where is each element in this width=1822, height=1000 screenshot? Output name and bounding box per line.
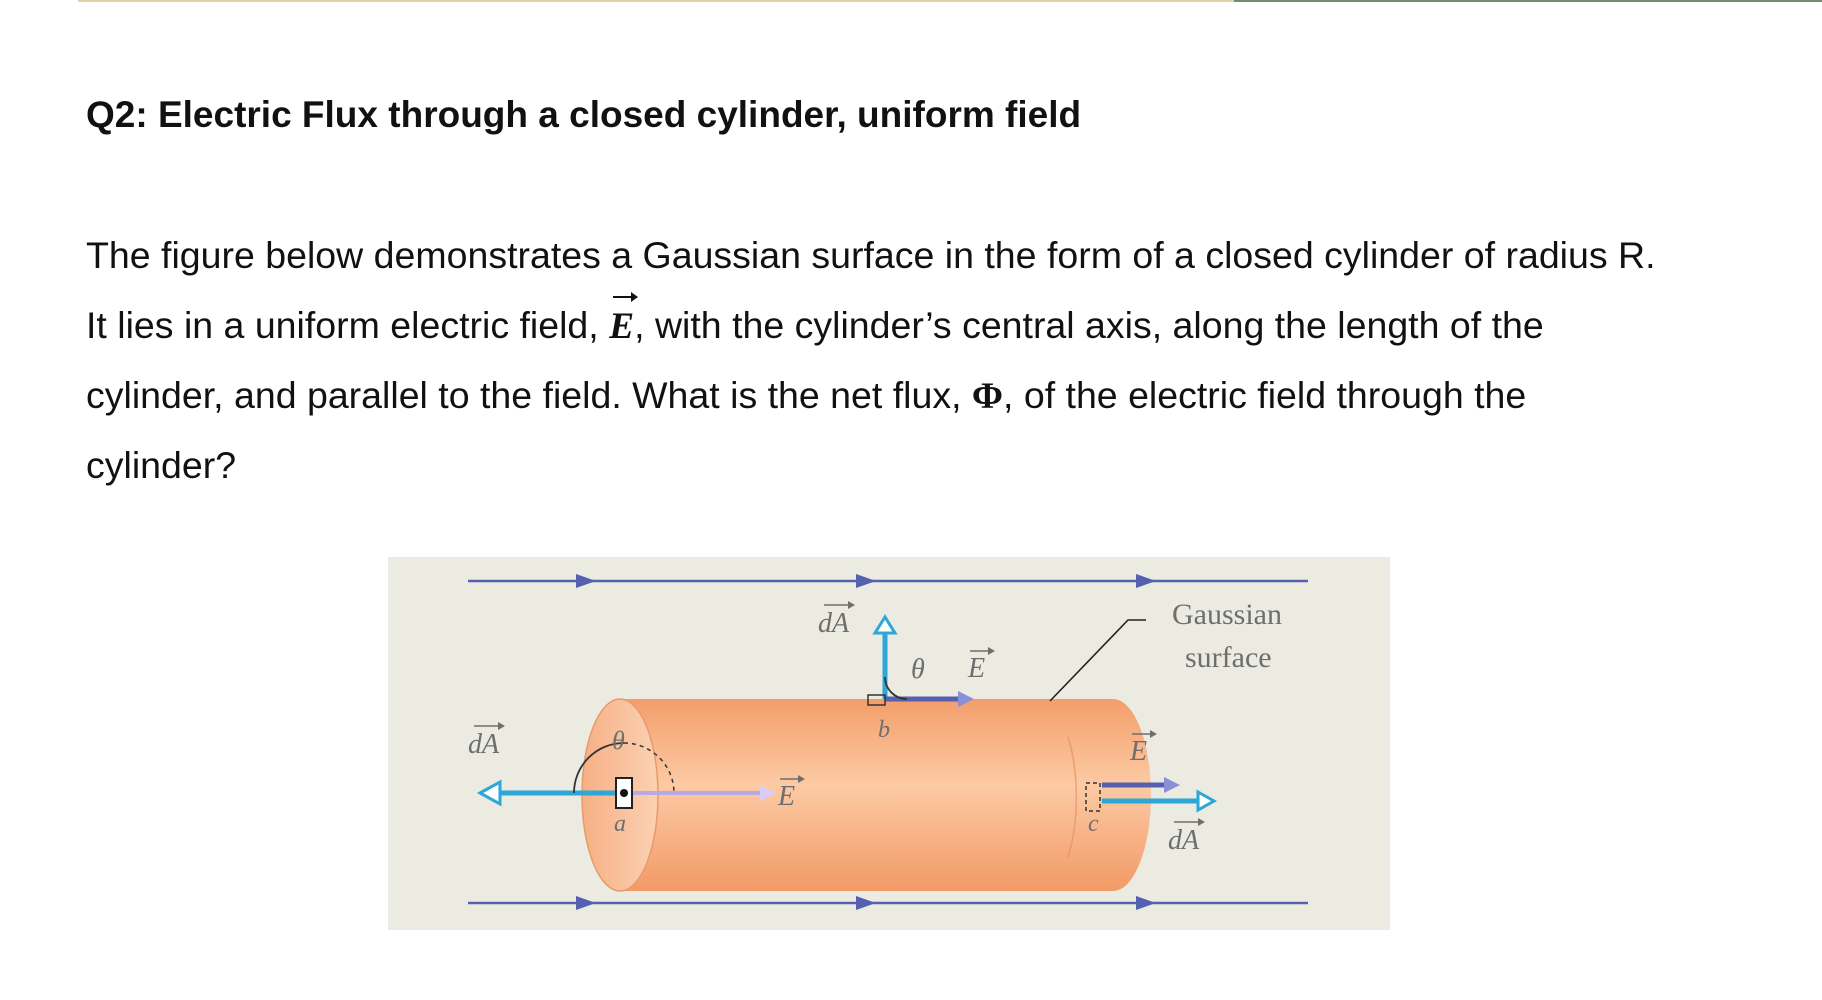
field-arrowhead-icon	[760, 785, 776, 801]
left-angle-arc	[573, 742, 625, 794]
area-element-b	[867, 694, 886, 706]
left-arrowhead-icon	[476, 779, 502, 807]
left-area-vector	[476, 779, 624, 807]
top-vectors	[867, 614, 974, 707]
field-arrow-icon	[1136, 896, 1156, 910]
body-line-4: cylinder?	[86, 444, 237, 486]
top-rule-left	[78, 0, 1234, 2]
label-da-top: dA	[818, 608, 850, 639]
body-line-1: The figure below demonstrates a Gaussian…	[86, 234, 1656, 276]
body-line-2: It lies in a uniform electric field, E, …	[86, 292, 1806, 366]
body-line-3-start: cylinder, and parallel to the field. Wha…	[86, 374, 972, 416]
up-arrowhead-icon	[872, 614, 898, 635]
label-surface: surface	[1185, 641, 1272, 674]
right-field-arrowhead-icon	[1164, 777, 1180, 793]
label-point-b: b	[878, 717, 890, 743]
label-theta-top: θ	[911, 654, 925, 685]
field-arrow-icon	[576, 896, 596, 910]
right-arrowhead-icon	[958, 691, 974, 707]
body-line-3-end: , of the electric field through the	[1003, 374, 1527, 416]
label-point-a: a	[614, 811, 626, 837]
label-vector-marks	[474, 601, 1205, 826]
top-angle-arc	[884, 676, 908, 700]
label-e-mid: E	[777, 781, 795, 812]
body-line-2-start: It lies in a uniform electric field,	[86, 304, 610, 346]
field-lines	[468, 574, 1308, 910]
field-arrow-icon	[576, 574, 596, 588]
label-e-right: E	[1129, 736, 1147, 767]
label-theta-left: θ	[612, 726, 625, 755]
body-line-3: cylinder, and parallel to the field. Wha…	[86, 366, 1806, 436]
top-rule-right	[1234, 0, 1822, 2]
gaussian-cylinder-figure: dA θ E b dA θ a E E c dA Gaussian surfac…	[388, 557, 1390, 930]
question-body: The figure below demonstrates a Gaussian…	[86, 226, 1806, 506]
label-e-top: E	[967, 653, 985, 684]
label-gaussian: Gaussian	[1172, 598, 1282, 631]
gaussian-leader-line	[1049, 619, 1146, 702]
area-element-c	[1085, 782, 1101, 812]
field-arrow-icon	[1136, 574, 1156, 588]
left-angle-arc-dashed	[623, 742, 675, 794]
electric-field-symbol: E	[609, 292, 639, 356]
body-line-2-end: , with the cylinder’s central axis, alon…	[634, 304, 1544, 346]
flux-symbol: Φ	[971, 376, 1003, 417]
right-area-arrowhead-icon	[1196, 789, 1218, 813]
field-arrow-icon	[856, 574, 876, 588]
cylinder-body	[620, 699, 1151, 891]
label-da-left: dA	[468, 729, 500, 760]
figure-svg: dA θ E b dA θ a E E c dA Gaussian surfac…	[388, 557, 1390, 930]
cylinder-right-rim	[1067, 736, 1078, 858]
label-point-c: c	[1088, 811, 1099, 837]
point-a-dot	[620, 789, 628, 797]
label-da-right: dA	[1168, 825, 1200, 856]
field-arrow-icon	[856, 896, 876, 910]
question-title: Q2: Electric Flux through a closed cylin…	[86, 94, 1082, 135]
right-vectors	[1085, 777, 1218, 813]
